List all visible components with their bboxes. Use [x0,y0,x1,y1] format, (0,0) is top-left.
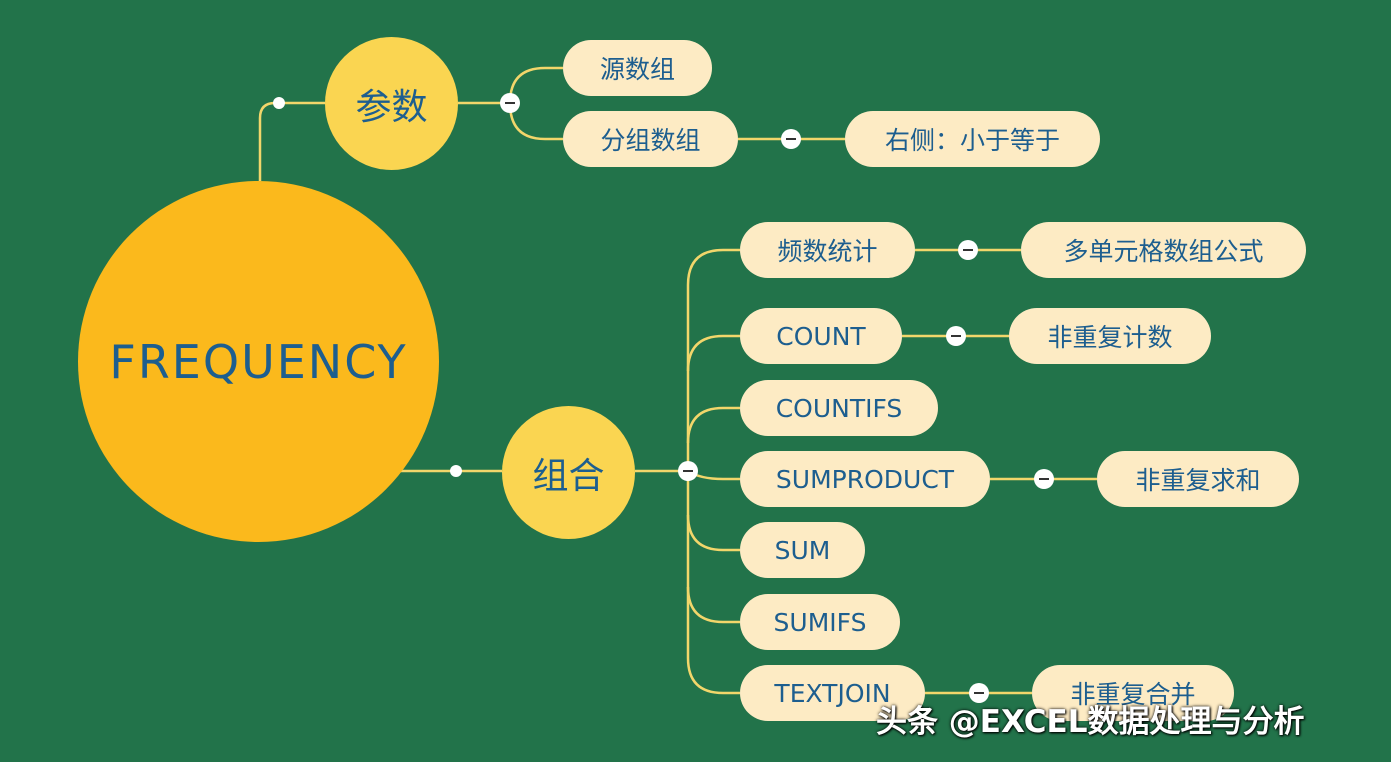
link-dot-combo [450,465,462,477]
note-count[interactable]: 非重复计数 [1009,308,1211,364]
node-textjoin[interactable]: TEXTJOIN [740,665,925,721]
collapse-count-button[interactable] [946,326,966,346]
link-root-params [258,101,325,181]
link-combo-freq [686,248,740,286]
branch-params[interactable]: 参数 [325,37,458,170]
watermark: 头条 @EXCEL数据处理与分析 [876,704,1305,740]
branch-combo[interactable]: 组合 [502,406,635,539]
node-label: TEXTJOIN [774,678,891,708]
branch-combo-label: 组合 [532,455,605,497]
root-node[interactable]: FREQUENCY [78,181,439,542]
node-source-array[interactable]: 源数组 [563,40,712,96]
node-label: 分组数组 [600,126,701,155]
node-label: 频数统计 [777,237,878,266]
collapse-group-array-button[interactable] [781,129,801,149]
node-label: 源数组 [599,55,675,84]
branch-params-label: 参数 [355,86,428,128]
note-label: 多单元格数组公式 [1063,237,1264,266]
node-count[interactable]: COUNT [740,308,902,364]
root-label: FREQUENCY [109,334,408,389]
collapse-textjoin-button[interactable] [969,683,989,703]
node-label: SUMIFS [773,607,867,637]
link-combo-sum [686,514,740,552]
collapse-combo-button[interactable] [678,461,698,481]
node-label: SUM [774,535,831,565]
note-label: 非重复求和 [1135,466,1261,495]
link-combo-textjoin [686,657,740,695]
note-textjoin[interactable]: 非重复合并 [1032,665,1234,721]
link-combo-countifs [686,406,740,444]
node-sum[interactable]: SUM [740,522,865,578]
collapse-sumproduct-button[interactable] [1034,469,1054,489]
node-group-array[interactable]: 分组数组 [563,111,738,167]
note-freq-stat[interactable]: 多单元格数组公式 [1021,222,1306,278]
link-dot-params [273,97,285,109]
note-label: 非重复计数 [1047,323,1173,352]
node-freq-stat[interactable]: 频数统计 [740,222,915,278]
collapse-freq-stat-button[interactable] [958,240,978,260]
node-label: COUNTIFS [775,393,903,423]
note-group-array[interactable]: 右侧：小于等于 [845,111,1100,167]
note-label: 右侧：小于等于 [884,126,1060,155]
node-sumproduct[interactable]: SUMPRODUCT [740,451,990,507]
link-combo-count [686,334,740,372]
collapse-params-button[interactable] [500,93,520,113]
node-countifs[interactable]: COUNTIFS [740,380,938,436]
note-sumproduct[interactable]: 非重复求和 [1097,451,1299,507]
node-sumifs[interactable]: SUMIFS [740,594,900,650]
node-label: SUMPRODUCT [775,464,955,494]
node-label: COUNT [776,321,866,351]
note-label: 非重复合并 [1070,680,1196,709]
link-combo-sumifs [686,586,740,624]
